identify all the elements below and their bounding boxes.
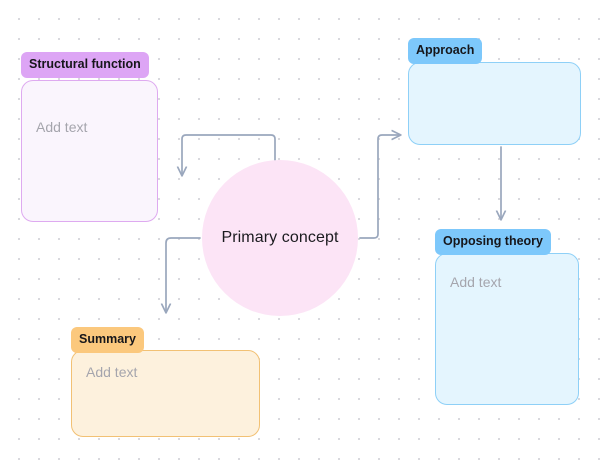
connector-to-approach [359, 135, 400, 239]
node-chip-approach[interactable]: Approach [408, 38, 483, 64]
node-chip-summary[interactable]: Summary [71, 327, 144, 353]
central-node-label: Primary concept [221, 229, 339, 246]
node-placeholder-structural-function[interactable]: Add text [36, 119, 88, 135]
node-body-structural-function[interactable]: Add text [21, 80, 158, 222]
node-chip-opposing-theory[interactable]: Opposing theory [435, 229, 551, 255]
node-chip-structural-function[interactable]: Structural function [21, 52, 149, 78]
node-placeholder-summary[interactable]: Add text [86, 364, 138, 380]
node-body-opposing-theory[interactable]: Add text [435, 253, 579, 405]
node-body-summary[interactable]: Add text [71, 350, 260, 437]
central-node-primary-concept[interactable]: Primary concept [202, 160, 358, 316]
connector-to-summary [166, 237, 201, 312]
node-body-approach[interactable] [408, 62, 581, 145]
node-placeholder-opposing-theory[interactable]: Add text [450, 274, 502, 290]
